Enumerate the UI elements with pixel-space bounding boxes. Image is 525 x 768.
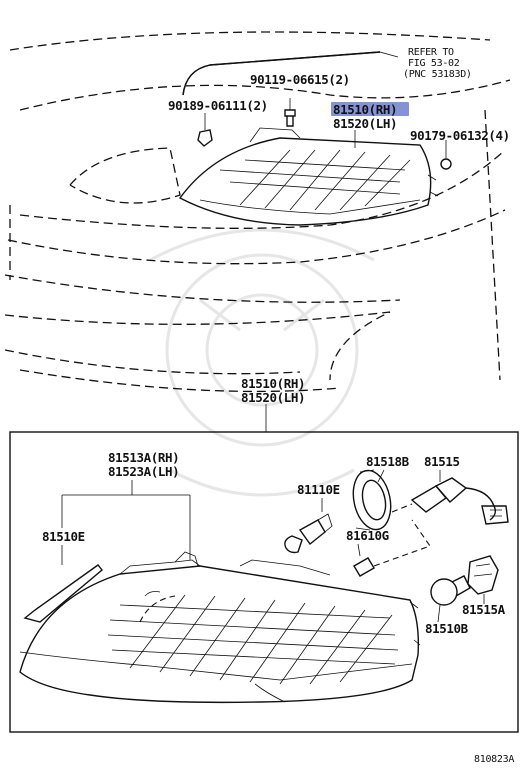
refer-line-2: FIG 53-02 [408,58,460,69]
bulb-small [353,519,431,577]
part-number-highlight [331,102,409,116]
label-bracket-rh[interactable]: 81513A(RH) [108,450,180,465]
fastener-clip-a [284,98,296,127]
leader-bracket [61,480,191,560]
headlamp-assembly-detail [19,551,421,704]
label-bracket-lh[interactable]: 81523A(LH) [108,464,180,479]
label-clip-a[interactable]: 90119-06615(2) [250,72,350,87]
socket-harness [391,477,509,525]
label-bulb-main[interactable]: 81110E [297,482,340,497]
bulb-main [284,513,333,554]
refer-line-3: (PNC 53183D) [403,69,472,80]
vehicle-outline [4,31,511,393]
washer-hose [182,51,399,96]
label-socket-b[interactable]: 81515A [462,602,506,617]
refer-line-1: REFER TO [408,47,454,58]
cover-ring [352,469,392,531]
watermark [149,228,375,497]
headlamp-assembly-top [178,127,439,226]
label-nut[interactable]: 90179-06132(4) [410,128,510,143]
label-bulb-b[interactable]: 81510B [425,621,469,636]
label-clip-b[interactable]: 90189-06111(2) [168,98,268,113]
label-headlamp-lh[interactable]: 81520(LH) [333,116,398,131]
socket-b [467,555,499,604]
label-headlamp-rh[interactable]: 81510(RH) [333,102,398,117]
label-trim[interactable]: 81510E [42,529,85,544]
leader-bulb-small [357,543,361,557]
trim-strip [23,564,103,623]
fastener-nut [440,140,452,170]
detail-box [9,431,519,733]
bulb-b [430,575,471,623]
detail-heading-rh[interactable]: 81510(RH) [241,376,306,391]
figure-id: 810823A [474,754,514,765]
label-cover[interactable]: 81518B [366,454,410,469]
detail-heading-lh[interactable]: 81520(LH) [241,390,306,405]
label-bulb-small[interactable]: 81610G [346,528,389,543]
label-socket[interactable]: 81515 [424,454,460,469]
leader-cover [377,469,385,483]
fastener-clip-b [197,113,213,147]
